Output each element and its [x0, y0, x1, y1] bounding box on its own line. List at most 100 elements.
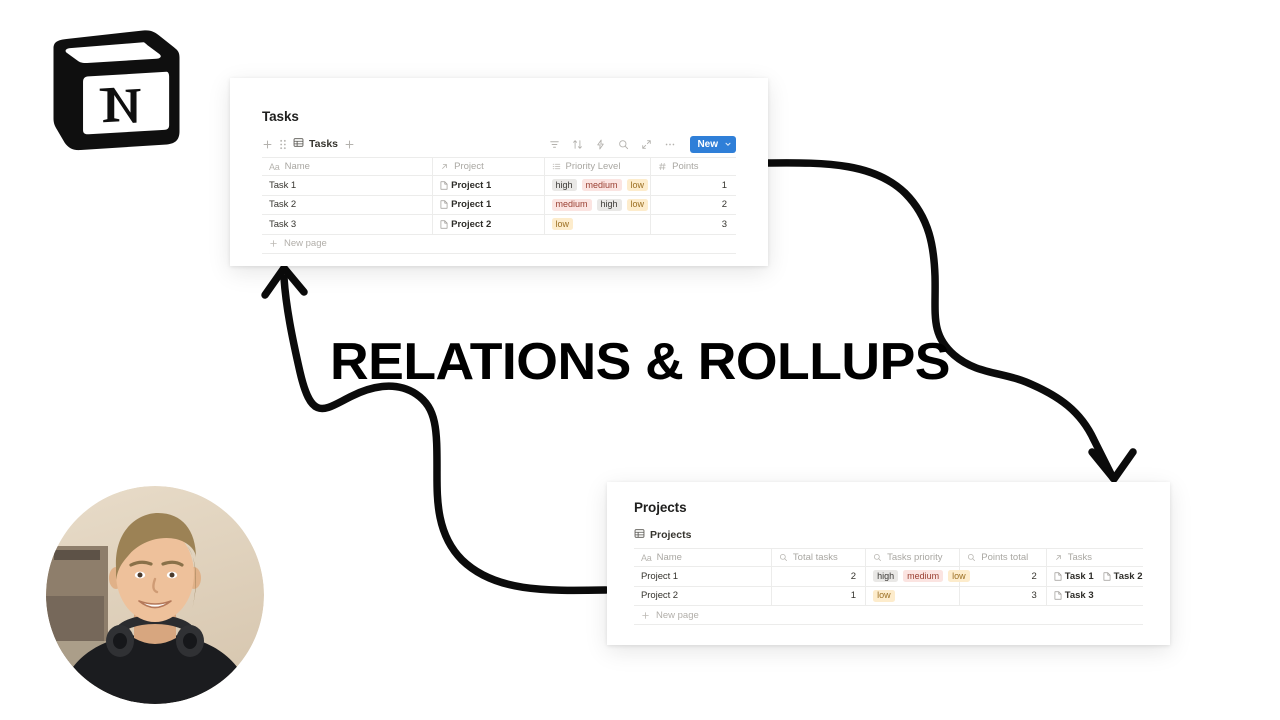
add-block-icon[interactable] — [262, 139, 273, 150]
related-page-chip[interactable]: Project 1 — [440, 180, 491, 191]
rollup-icon — [967, 553, 976, 562]
new-button[interactable]: New — [690, 135, 736, 153]
priority-tag-list: high medium low — [551, 179, 649, 192]
automation-icon[interactable] — [595, 139, 606, 150]
column-header-points-total[interactable]: Points total — [959, 548, 1047, 567]
related-page-chip[interactable]: Task 2 — [1103, 571, 1143, 582]
priority-tag[interactable]: high — [873, 570, 899, 583]
priority-tag[interactable]: high — [596, 198, 622, 211]
priority-tag[interactable]: medium — [581, 179, 622, 192]
curved-arrow-to-tasks — [280, 274, 610, 595]
task-project-cell[interactable]: Project 2 — [432, 214, 545, 235]
priority-tag[interactable]: medium — [551, 198, 592, 211]
page-icon — [440, 200, 448, 209]
priority-tag[interactable]: low — [551, 218, 574, 231]
task-priority-cell[interactable]: high medium low — [544, 175, 652, 196]
priority-tag-list: low — [551, 218, 644, 231]
chevron-down-icon[interactable] — [724, 140, 732, 148]
task-points-cell[interactable]: 1 — [650, 175, 736, 196]
column-header-tasks-priority[interactable]: Tasks priority — [865, 548, 961, 567]
search-icon[interactable] — [618, 139, 629, 150]
priority-tag[interactable]: low — [626, 198, 649, 211]
more-options-icon[interactable] — [664, 139, 676, 150]
page-icon — [1103, 572, 1111, 581]
column-header-tasks[interactable]: Tasks — [1046, 548, 1143, 567]
tasks-database-title: Tasks — [262, 109, 299, 124]
filter-icon[interactable] — [549, 139, 560, 150]
sort-icon[interactable] — [572, 139, 583, 150]
table-row[interactable]: Task 3 Project 2 low 3 — [262, 214, 736, 235]
curved-arrow-to-projects-head — [1088, 448, 1137, 483]
task-name-cell[interactable]: Task 2 — [262, 195, 434, 215]
drag-handle-icon[interactable] — [279, 139, 287, 150]
column-header-points[interactable]: Points — [650, 157, 736, 176]
notion-logo — [50, 20, 190, 160]
table-row[interactable]: Project 1 2 high medium low 2 Task 1 Task 2 — [634, 566, 1143, 587]
tasks-view-tab[interactable]: Tasks — [293, 137, 338, 151]
task-project-cell[interactable]: Project 1 — [432, 175, 545, 196]
task-name-cell[interactable]: Task 1 — [262, 175, 434, 196]
table-view-icon — [293, 137, 304, 151]
task-project-cell[interactable]: Project 1 — [432, 195, 545, 215]
priority-tag[interactable]: low — [626, 179, 649, 192]
project-tasks-cell[interactable]: Task 3 — [1046, 586, 1143, 606]
related-page-chip[interactable]: Project 2 — [440, 219, 491, 230]
tasks-view-toolbar: Tasks — [262, 131, 736, 157]
project-total-tasks-cell[interactable]: 2 — [771, 566, 867, 587]
projects-view-tab[interactable]: Projects — [634, 528, 691, 542]
project-points-total-cell[interactable]: 3 — [959, 586, 1047, 606]
tasks-new-page-label: New page — [284, 238, 327, 249]
projects-view-tab-label: Projects — [650, 529, 692, 541]
plus-icon — [269, 239, 278, 248]
project-points-total-cell[interactable]: 2 — [959, 566, 1047, 587]
expand-icon[interactable] — [641, 139, 652, 150]
table-view-icon — [634, 528, 645, 542]
task-priority-cell[interactable]: low — [544, 214, 652, 235]
table-row[interactable]: Project 2 1 low 3 Task 3 — [634, 586, 1143, 606]
project-tasks-priority-cell[interactable]: low — [865, 586, 961, 606]
page-icon — [440, 220, 448, 229]
task-points-cell[interactable]: 3 — [650, 214, 736, 235]
column-header-total-tasks[interactable]: Total tasks — [771, 548, 867, 567]
column-header-priority-level[interactable]: Priority Level — [544, 157, 652, 176]
new-button-label: New — [697, 138, 718, 150]
tasks-database-card: Tasks Tasks — [230, 78, 768, 266]
tasks-view-tab-label: Tasks — [309, 138, 338, 150]
multi-select-icon — [552, 162, 561, 171]
projects-view-toolbar: Projects — [634, 522, 1143, 548]
project-total-tasks-cell[interactable]: 1 — [771, 586, 867, 606]
add-view-icon[interactable] — [344, 139, 355, 150]
related-page-chip[interactable]: Task 3 — [1054, 590, 1094, 601]
project-name-cell[interactable]: Project 2 — [634, 586, 772, 606]
table-row[interactable]: Task 1 Project 1 high medium low 1 — [262, 175, 736, 196]
task-points-cell[interactable]: 2 — [650, 195, 736, 215]
project-name-cell[interactable]: Project 1 — [634, 566, 772, 587]
priority-tag[interactable]: medium — [903, 570, 944, 583]
plus-icon — [641, 611, 650, 620]
title-text-icon: Aa — [641, 552, 652, 563]
tasks-new-page-row[interactable]: New page — [262, 235, 736, 254]
column-header-project[interactable]: Project — [432, 157, 545, 176]
rollup-icon — [873, 553, 882, 562]
projects-database-title: Projects — [634, 500, 687, 515]
priority-tag-list: low — [873, 589, 952, 602]
project-tasks-cell[interactable]: Task 1 Task 2 — [1046, 566, 1143, 587]
related-page-chip[interactable]: Task 1 — [1054, 571, 1094, 582]
related-page-chip[interactable]: Project 1 — [440, 199, 491, 210]
priority-tag[interactable]: low — [948, 570, 970, 583]
project-tasks-priority-cell[interactable]: high medium low — [865, 566, 970, 587]
task-name-cell[interactable]: Task 3 — [262, 214, 434, 235]
priority-tag[interactable]: high — [551, 179, 577, 192]
priority-tag[interactable]: low — [873, 589, 895, 602]
projects-new-page-row[interactable]: New page — [634, 606, 1143, 625]
